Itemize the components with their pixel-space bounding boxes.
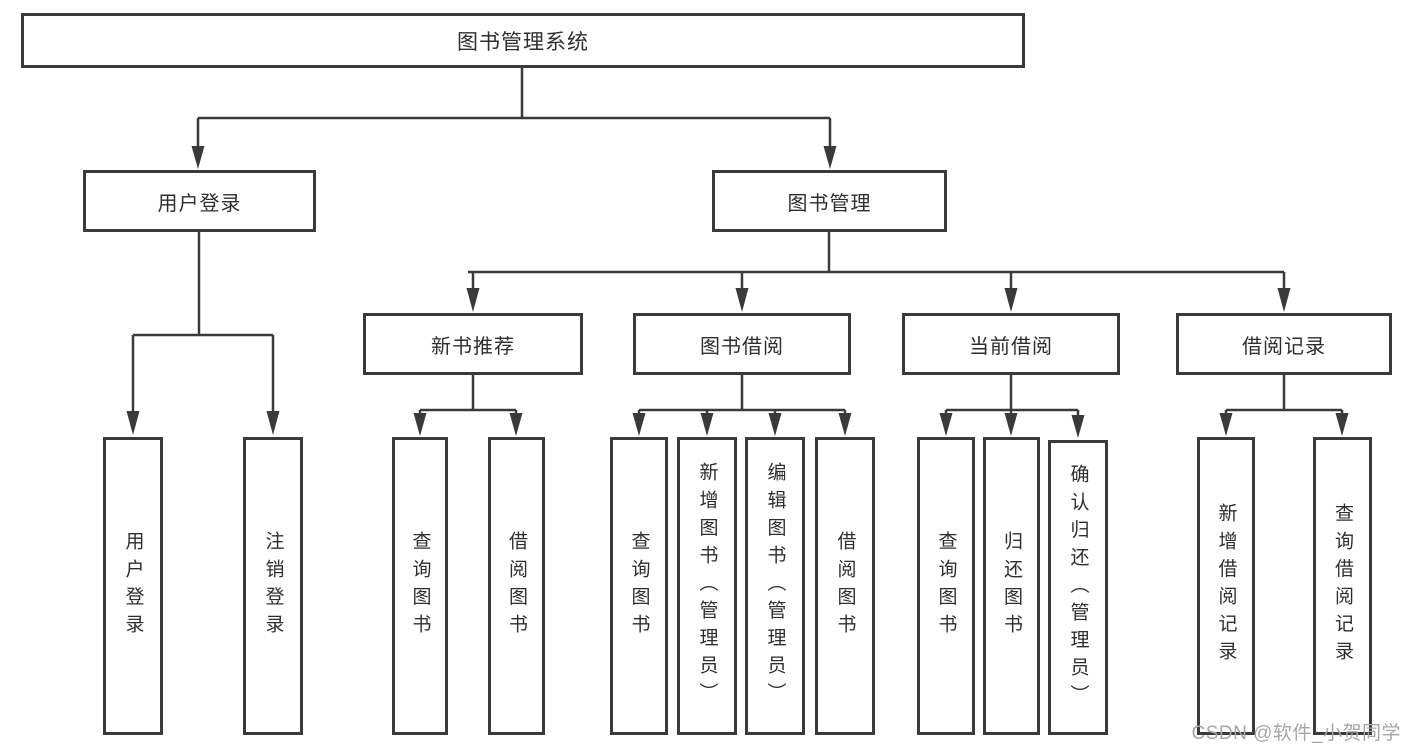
node-current-borrowing: 当前借阅 [902,313,1120,375]
node-return-books: 归还图书 [983,437,1040,735]
node-search-borrow-record: 查询借阅记录 [1313,437,1372,735]
connector-book-management [466,232,1291,312]
node-label: 查询图书 [935,530,957,642]
node-search-books-borrowing: 查询图书 [610,437,668,735]
node-add-borrow-record: 新增借阅记录 [1197,437,1255,735]
node-book-borrowing: 图书借阅 [633,313,851,375]
node-search-books-recommend: 查询图书 [392,437,448,735]
node-label: 借阅图书 [506,530,527,642]
node-logout: 注销登录 [243,437,303,735]
connector-new-book-recommendation [413,375,523,436]
node-user-login-module: 用户登录 [83,170,316,232]
arrow-down-icon [1004,288,1018,312]
arrow-down-icon [1277,288,1291,312]
node-book-management-module: 图书管理 [712,170,947,232]
node-label: 查询图书 [409,530,431,642]
node-borrowing-records: 借阅记录 [1176,313,1392,375]
node-confirm-return-admin: 确认归还（管理员） [1048,440,1108,735]
arrow-down-icon [413,413,427,436]
node-borrow-books-recommend: 借阅图书 [488,437,545,735]
arrow-down-icon [191,146,205,169]
arrow-down-icon [509,413,523,436]
node-label: 归还图书 [1001,530,1022,642]
node-edit-books-admin: 编辑图书（管理员） [745,437,805,735]
node-label: 查询图书 [628,530,650,642]
node-new-book-recommendation: 新书推荐 [363,313,583,375]
connector-borrowing-records [1219,375,1349,436]
arrow-down-icon [466,288,480,312]
arrow-down-icon [838,413,852,436]
arrow-down-icon [632,413,646,436]
arrow-down-icon [768,413,782,436]
arrow-down-icon [1004,413,1018,436]
arrow-down-icon [735,288,749,312]
csdn-watermark: CSDN @软件_小贺同学 [1191,723,1401,744]
connector-current-borrowing [939,375,1085,438]
node-add-books-admin: 新增图书（管理员） [677,437,737,735]
node-library-management-system: 图书管理系统 [21,13,1025,68]
arrow-down-icon [1219,413,1233,436]
node-borrow-books: 借阅图书 [815,437,875,735]
node-label: 编辑图书（管理员） [764,462,786,710]
node-user-login: 用户登录 [103,437,163,735]
connector-root [191,68,837,169]
node-label: 新增借阅记录 [1215,503,1237,669]
arrow-down-icon [126,411,140,435]
connector-book-borrowing [632,375,852,436]
node-search-books-current: 查询图书 [917,437,975,735]
node-label: 确认归还（管理员） [1067,463,1089,712]
node-label: 借阅图书 [834,530,856,642]
connector-user-login [126,232,280,435]
arrow-down-icon [700,413,714,436]
node-label: 用户登录 [122,530,144,642]
node-label: 新增图书（管理员） [696,462,718,710]
arrow-down-icon [266,411,280,435]
arrow-down-icon [1071,415,1085,438]
node-label: 注销登录 [262,530,284,642]
arrow-down-icon [939,413,953,436]
arrow-down-icon [1335,413,1349,436]
node-label: 查询借阅记录 [1332,503,1353,669]
arrow-down-icon [823,146,837,169]
